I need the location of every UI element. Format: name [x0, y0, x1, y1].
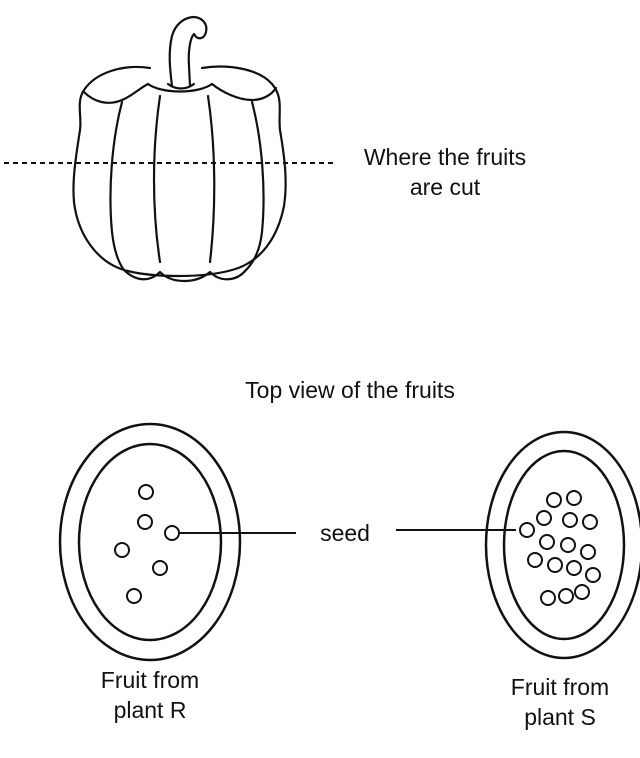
seed-r-3: [115, 543, 129, 557]
pepper-crease-1: [110, 102, 124, 270]
seed-s-4: [563, 513, 577, 527]
seed-s-16: [575, 585, 589, 599]
seed-r-1: [139, 485, 153, 499]
fruit-r-caption-line-2: plant R: [70, 695, 230, 725]
fruit-r-cross-section: [60, 424, 240, 660]
seed-r-4: [153, 561, 167, 575]
pepper-crease-2: [246, 102, 264, 270]
cut-line-label-line-2: are cut: [350, 172, 540, 202]
fruit-r-caption: Fruit from plant R: [70, 665, 230, 725]
seed-s-9: [581, 545, 595, 559]
seed-r-2: [165, 526, 179, 540]
pepper-lobe-right: [212, 84, 276, 100]
fruit-s-cross-section: [486, 432, 640, 658]
seed-s-12: [567, 561, 581, 575]
pepper-crease-4: [208, 96, 214, 262]
fruit-s-seeds: [520, 491, 600, 605]
seed-s-1: [547, 493, 561, 507]
seed-s-11: [548, 558, 562, 572]
seed-s-14: [541, 591, 555, 605]
seed-s-8: [561, 538, 575, 552]
seed-s-13: [586, 568, 600, 582]
pepper-drawing: [73, 17, 285, 281]
top-view-title: Top view of the fruits: [200, 375, 500, 405]
seed-s-5: [520, 523, 534, 537]
seed-s-10: [528, 553, 542, 567]
seed-s-3: [537, 511, 551, 525]
fruit-s-caption-line-2: plant S: [480, 702, 640, 732]
seed-s-15: [559, 589, 573, 603]
pepper-lobe-left: [84, 84, 148, 103]
fruit-s-outer-wall: [486, 432, 640, 658]
seed-s-7: [540, 535, 554, 549]
pepper-crease-3: [154, 96, 160, 262]
seed-r-6: [138, 515, 152, 529]
seed-label: seed: [300, 518, 390, 548]
fruit-r-caption-line-1: Fruit from: [70, 665, 230, 695]
fruit-s-caption-line-1: Fruit from: [480, 672, 640, 702]
pepper-stem: [170, 17, 207, 86]
fruit-r-outer-wall: [60, 424, 240, 660]
seed-s-2: [567, 491, 581, 505]
fruit-r-inner-wall: [79, 444, 221, 640]
seed-r-5: [127, 589, 141, 603]
pepper-body-outline: [73, 67, 285, 276]
seed-s-6: [583, 515, 597, 529]
fruit-r-seeds: [115, 485, 179, 603]
cut-line-label-line-1: Where the fruits: [350, 142, 540, 172]
cut-line-label: Where the fruits are cut: [350, 142, 540, 202]
fruit-s-caption: Fruit from plant S: [480, 672, 640, 732]
fruit-s-inner-wall: [504, 451, 624, 639]
